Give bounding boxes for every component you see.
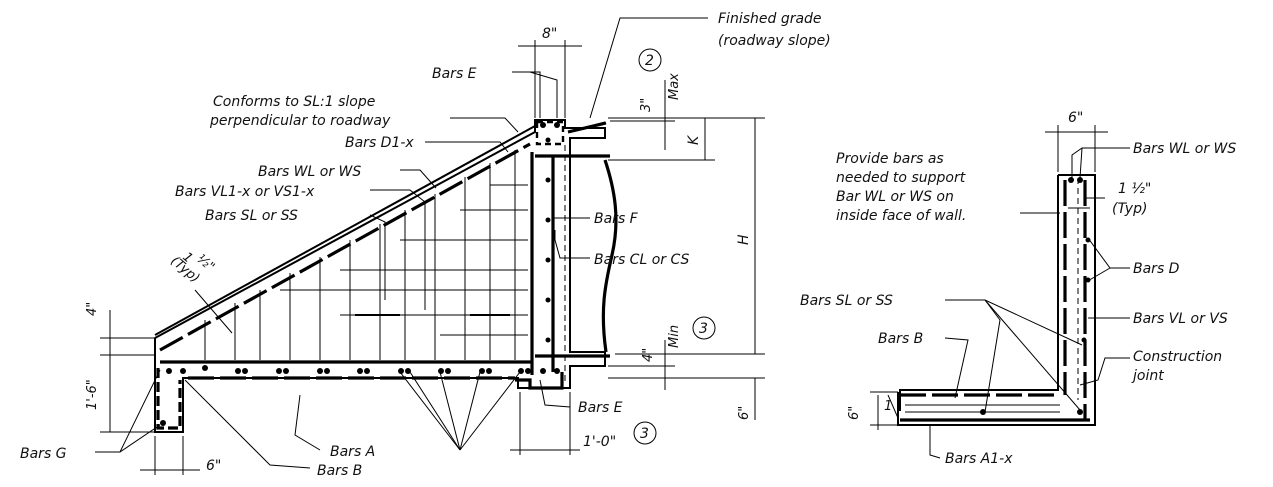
- label-bars-a1x: Bars A1-x: [945, 451, 1013, 467]
- right-reinforcement: [900, 178, 1090, 422]
- vertical-bars: [204, 150, 516, 360]
- right-dimension-lines: [870, 125, 1108, 430]
- main-reinforcement: [156, 120, 610, 430]
- label-bars-wl-ws-left: Bars WL or WS: [258, 164, 361, 180]
- label-conforms-2: perpendicular to roadway: [209, 113, 391, 129]
- dim-1-0: 1'-0": [583, 434, 616, 450]
- dim-right-top-6: 6": [1068, 110, 1083, 126]
- dim-right-typ-word: (Typ): [1112, 201, 1147, 217]
- right-leader-lines: [929, 147, 1130, 459]
- label-bars-g: Bars G: [20, 446, 67, 462]
- label-provide-4: inside face of wall.: [836, 208, 966, 224]
- dim-right-typ-val: 1 ½": [1118, 181, 1151, 197]
- label-provide-2: needed to support: [836, 170, 966, 186]
- label-bars-b-right: Bars B: [878, 331, 923, 347]
- dim-min-word: Min: [667, 325, 682, 348]
- label-conforms-1: Conforms to SL:1 slope: [213, 94, 375, 110]
- dim-right-6: 6": [737, 406, 752, 420]
- dim-bottom-6: 6": [206, 458, 221, 474]
- note-circle-3b: 3: [633, 421, 657, 445]
- note-3b-text: 3: [640, 426, 649, 442]
- dim-right-1: 1: [884, 399, 892, 414]
- dim-left-4: 4": [85, 302, 100, 316]
- right-bar-dots: [980, 177, 1091, 415]
- dim-max-3: 3": [639, 98, 654, 112]
- dimension-lines: [100, 40, 765, 475]
- label-bars-e-bottom: Bars E: [578, 400, 623, 416]
- label-bars-d: Bars D: [1133, 261, 1180, 277]
- label-bars-vl-vs: Bars VL or VS: [1133, 311, 1228, 327]
- label-bars-sl-ss-right: Bars SL or SS: [800, 293, 893, 309]
- dim-h: H: [736, 234, 752, 245]
- bar-dots: [160, 122, 560, 426]
- note-circle-3a: 3: [692, 316, 716, 340]
- note-2-text: 2: [645, 53, 654, 69]
- label-finished-grade-1: Finished grade: [718, 11, 822, 27]
- label-bars-vl1x: Bars VL1-x or VS1-x: [175, 184, 315, 200]
- left-section-detail: 2 3 3 Finished grade (roadway slope) Bar…: [20, 11, 831, 479]
- note-3a-text: 3: [699, 321, 708, 337]
- label-construction-2: joint: [1131, 368, 1164, 384]
- label-construction-1: Construction: [1133, 349, 1222, 365]
- label-bars-cl-cs: Bars CL or CS: [594, 252, 690, 268]
- right-concrete-outline: [897, 174, 1096, 426]
- label-finished-grade-2: (roadway slope): [718, 33, 831, 49]
- note-circle-2: 2: [638, 48, 662, 72]
- label-provide-3: Bar WL or WS on: [836, 189, 954, 205]
- label-bars-sl-ss-left: Bars SL or SS: [205, 208, 298, 224]
- dim-max-word: Max: [667, 73, 682, 100]
- dim-left-1-6: 1'-6": [85, 379, 100, 410]
- label-bars-wl-ws-right: Bars WL or WS: [1133, 141, 1236, 157]
- label-provide-1: Provide bars as: [836, 151, 944, 167]
- dim-top-width: 8": [542, 26, 557, 42]
- right-section-detail: Bars WL or WS Provide bars as needed to …: [800, 110, 1236, 467]
- dim-k: K: [686, 134, 702, 145]
- label-bars-f: Bars F: [594, 211, 639, 227]
- leader-lines: [95, 17, 708, 469]
- label-bars-d1x: Bars D1-x: [345, 135, 414, 151]
- concrete-outline: [154, 119, 618, 433]
- label-bars-a: Bars A: [330, 444, 375, 460]
- dim-right-6-bottom: 6": [847, 406, 862, 420]
- dim-min-4: 4": [641, 348, 656, 362]
- horizontal-bars: [280, 184, 528, 336]
- label-bars-e-top: Bars E: [432, 66, 477, 82]
- label-bars-b-left: Bars B: [317, 463, 362, 479]
